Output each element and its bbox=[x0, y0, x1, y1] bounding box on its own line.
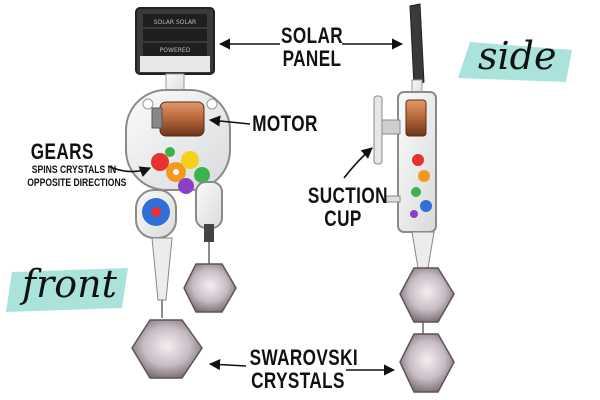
callout-arrows bbox=[107, 38, 404, 376]
front-view-device: SOLAR SOLAR POWERED bbox=[125, 7, 237, 379]
panel-text-1: SOLAR SOLAR bbox=[154, 19, 196, 26]
label-gears-note: SPINS CRYSTALS IN OPPOSITE DIRECTIONS bbox=[27, 164, 127, 189]
arrow-motor bbox=[208, 115, 251, 127]
arrow-crystals-left bbox=[208, 358, 247, 371]
side-view-device bbox=[373, 3, 455, 393]
side-view-swatch bbox=[458, 42, 572, 82]
front-crystal-small bbox=[183, 263, 237, 313]
panel-text-2: POWERED bbox=[160, 47, 191, 54]
arrow-suction bbox=[343, 147, 373, 179]
side-solar-panel bbox=[409, 3, 425, 87]
label-suction-cup: SUCTION CUP bbox=[307, 183, 388, 232]
view-label-front: front bbox=[22, 262, 117, 306]
side-crystal-upper bbox=[399, 267, 455, 323]
side-suction-cup bbox=[373, 95, 383, 165]
front-crystal-large bbox=[131, 319, 203, 379]
label-gears-note-1: SPINS CRYSTALS IN bbox=[31, 164, 117, 176]
side-crystal-lower bbox=[399, 333, 455, 393]
label-gears-note-2: OPPOSITE DIRECTIONS bbox=[27, 176, 127, 189]
front-view-swatch bbox=[6, 268, 128, 312]
label-crystals-line1: SWAROVSKI bbox=[249, 345, 359, 370]
label-crystals: SWAROVSKI CRYSTALS bbox=[249, 345, 359, 394]
label-solar-line1: SOLAR bbox=[280, 23, 344, 48]
label-solar-line2: PANEL bbox=[282, 46, 342, 72]
label-gears: GEARS bbox=[30, 139, 94, 164]
label-crystals-line2: CRYSTALS bbox=[251, 368, 345, 394]
front-gears bbox=[151, 147, 210, 194]
label-suction-line1: SUCTION bbox=[307, 183, 388, 208]
label-suction-line2: CUP bbox=[324, 206, 362, 232]
label-motor: MOTOR bbox=[252, 111, 318, 136]
front-motor bbox=[159, 101, 205, 137]
view-label-side: side bbox=[478, 34, 557, 78]
label-solar-panel: SOLAR PANEL bbox=[273, 24, 351, 70]
arrow-gears bbox=[107, 165, 152, 177]
